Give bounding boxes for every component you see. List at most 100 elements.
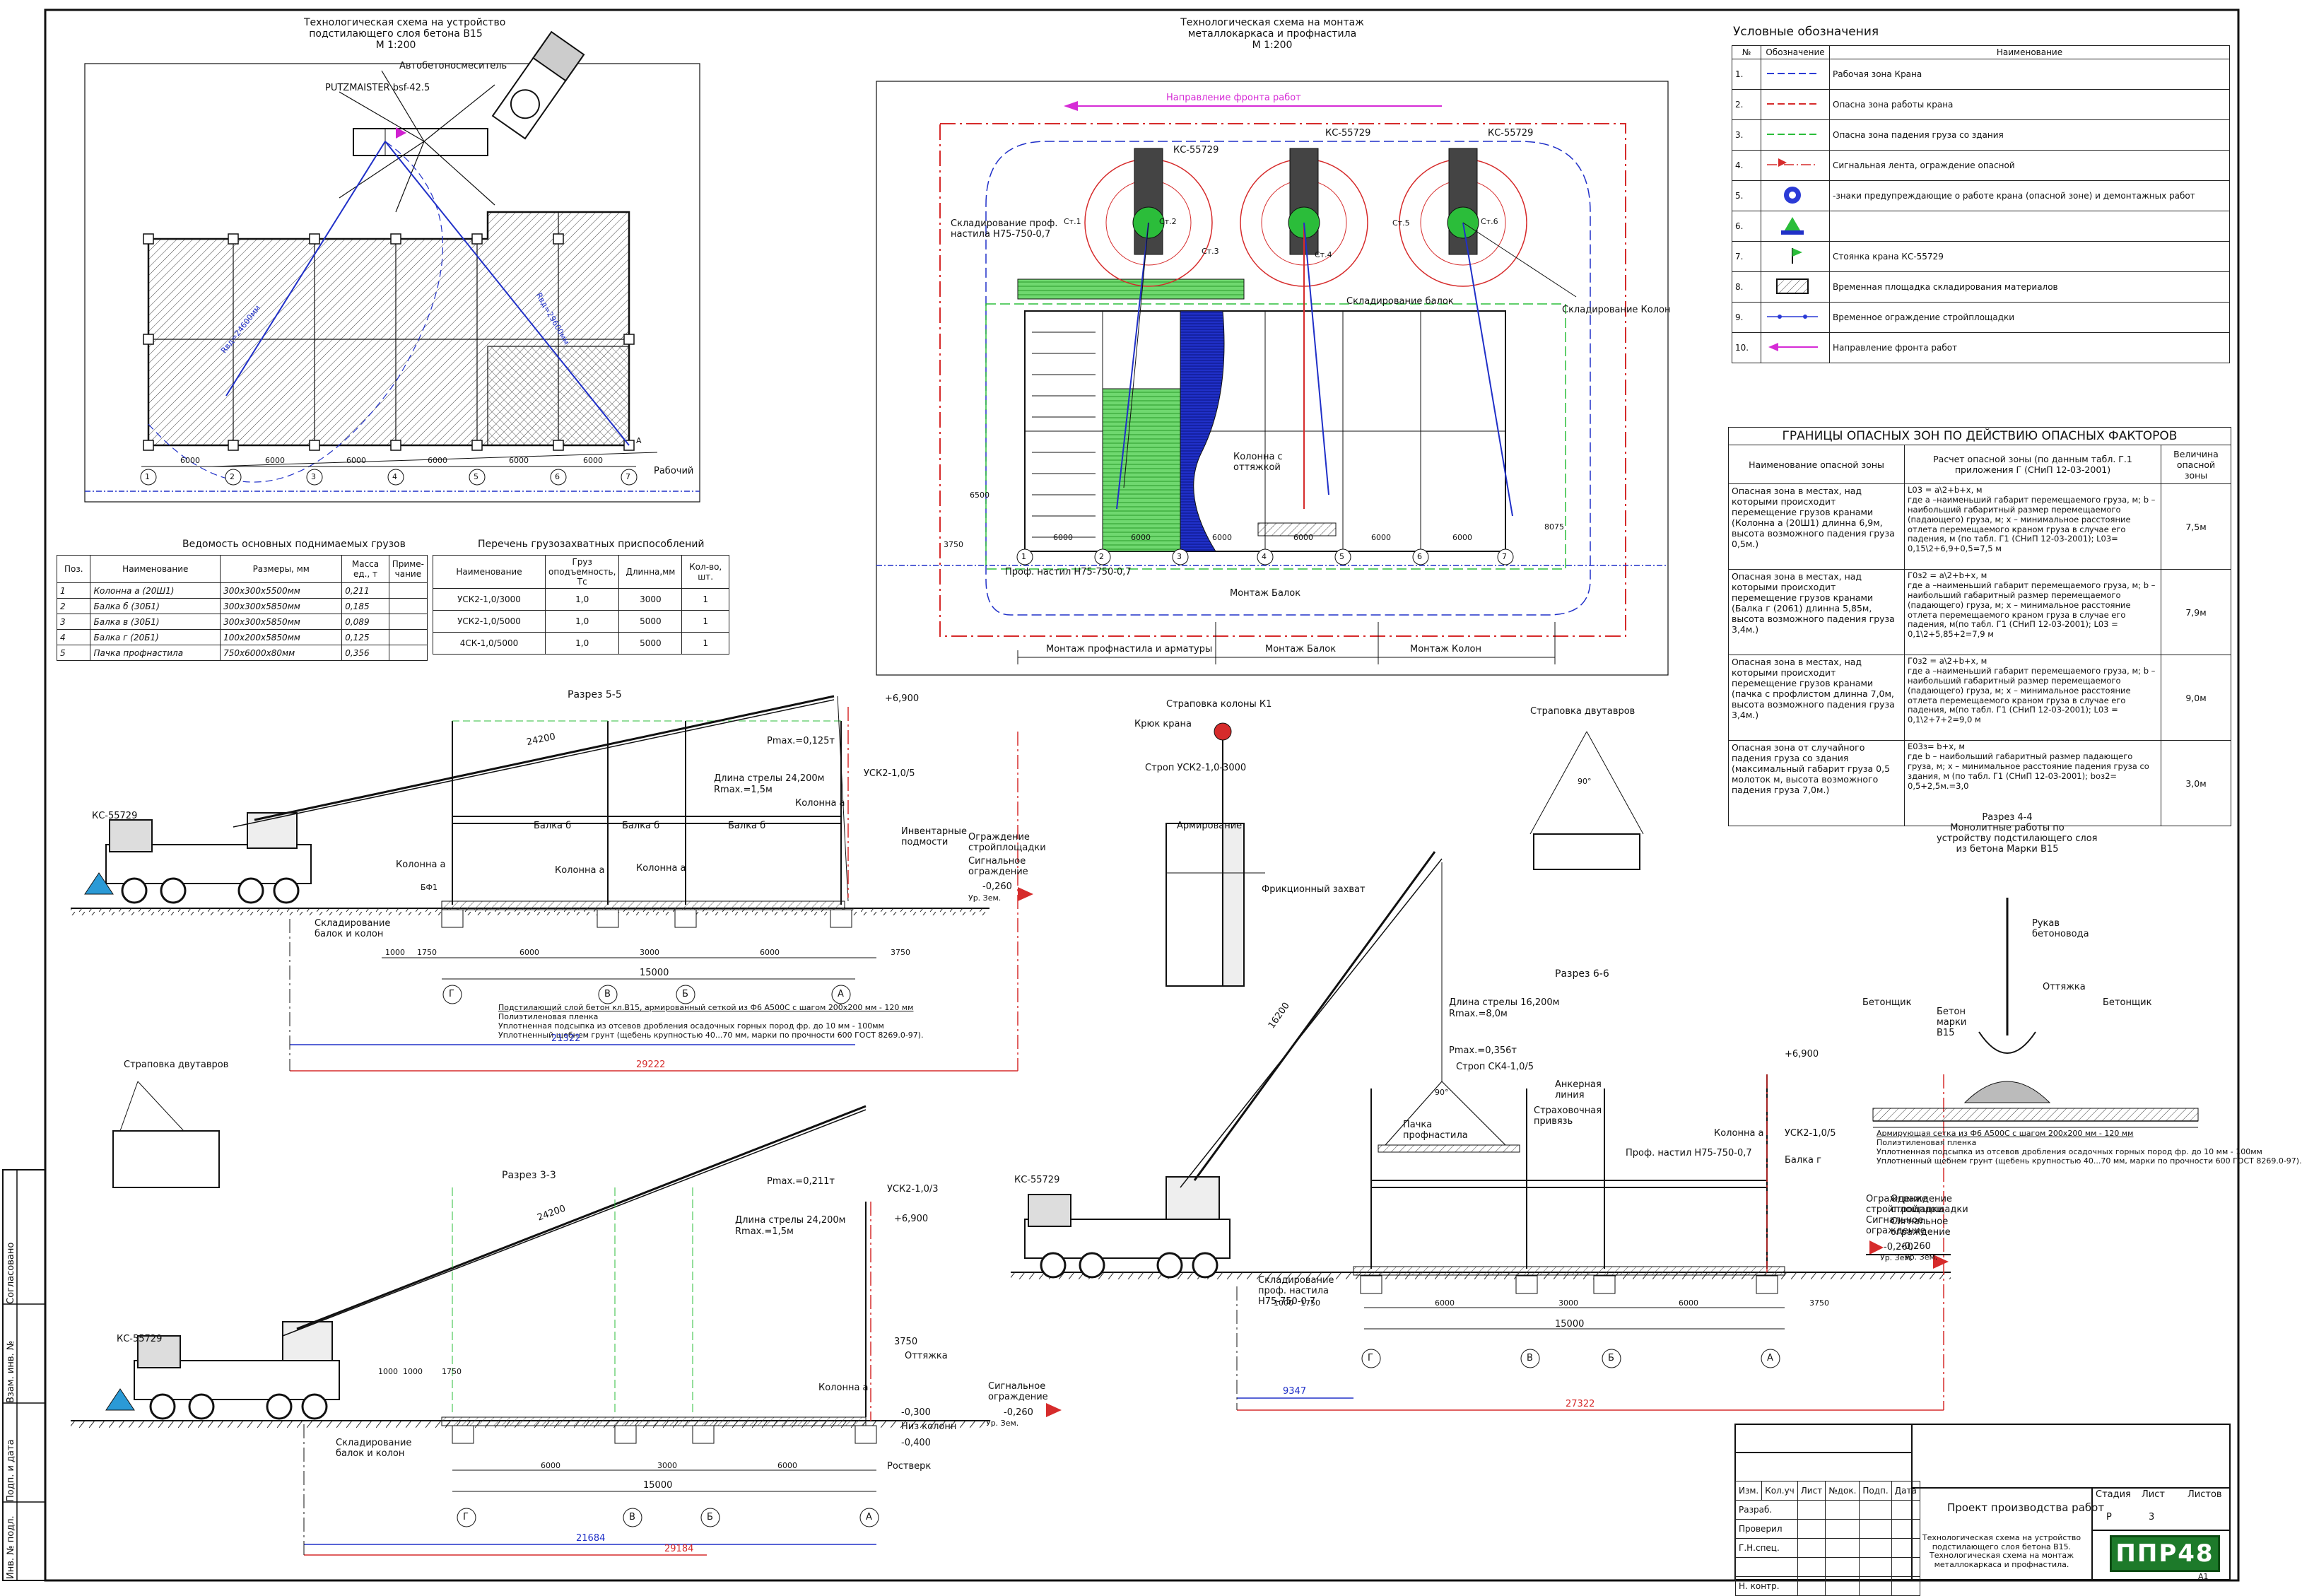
sec55-col-1: Колонна а — [396, 859, 446, 870]
beam-sling-detail-2 — [112, 1081, 220, 1188]
legend-no: 1. — [1732, 59, 1761, 90]
stamp-row: Разраб. — [1735, 1500, 1920, 1520]
sec33-column: Колонна а — [818, 1383, 869, 1393]
stamp-row: Г.Н.спец. — [1735, 1538, 1920, 1558]
danger-header-value: Величина опасной зоны — [2161, 445, 2231, 485]
sec66-sling2: УСК2-1,0/5 — [1785, 1128, 1836, 1139]
stamp-empty — [1891, 1500, 1920, 1520]
sec66-harness: Страховочная привязь — [1534, 1105, 1602, 1127]
k1-hook: Крюк крана — [1134, 719, 1192, 729]
lifts-cell — [388, 629, 428, 645]
stamp-empty — [1797, 1500, 1826, 1520]
legend-symbol — [1761, 271, 1830, 303]
legend-sign-icon — [1784, 186, 1801, 204]
legend-no: 2. — [1732, 89, 1761, 120]
sec33-rmax: Rmax.=1,5м — [735, 1226, 794, 1237]
k1-sling: Строп УСК2-1,0-3000 — [1145, 763, 1247, 773]
legend-no: 3. — [1732, 119, 1761, 151]
plan-steel-frame — [876, 81, 1669, 676]
lifts-cell: 0,211 — [341, 582, 389, 599]
legend-row: 8.Временная площадка складирования матер… — [1732, 271, 2230, 303]
lifts-cell: 0,356 — [341, 645, 389, 661]
slings-title: Перечень грузозахватных приспособлений — [478, 539, 705, 550]
plan1-axis-5: 5 — [474, 472, 478, 481]
sec55-pmax: Pmax.=0,125т — [767, 736, 835, 746]
slings-cell: 1 — [681, 632, 729, 655]
sec66-len: Длина стрелы 16,200м — [1449, 997, 1560, 1008]
project-name: Проект производства работ — [1947, 1501, 2105, 1514]
sec33-level: +6,900 — [894, 1214, 929, 1224]
stamp-col-header: Дата — [1891, 1481, 1920, 1501]
lifts-table: Поз. Наименование Размеры, мм Масса ед.,… — [56, 555, 428, 661]
station-5: Ст.5 — [1392, 218, 1410, 228]
danger-zone-value: 9,0м — [2161, 655, 2231, 741]
bay-label-2: Монтаж Балок — [1265, 644, 1337, 655]
sec44-note-4: Уплотненный щебнем грунт (щебень крупнос… — [1877, 1156, 2302, 1166]
danger-zone-name: Опасная зона в местах, над которыми прои… — [1728, 655, 1905, 741]
stamp-empty — [1859, 1576, 1892, 1596]
lifts-cell: Балка б (30Б1) — [90, 598, 221, 614]
plan1-axis-6: 6 — [555, 472, 560, 481]
legend-name: Опасна зона работы крана — [1829, 89, 2230, 120]
legend-row: 6. — [1732, 211, 2230, 242]
station-6: Ст.6 — [1481, 217, 1498, 226]
danger-zone-calc: Г0з2 = a\2+b+x, м где а –наименьший габа… — [1904, 569, 2161, 656]
section-5-5 — [71, 695, 1033, 1072]
legend-row: 1.Рабочая зона Крана — [1732, 59, 2230, 90]
plan1-span-1: 6000 — [180, 456, 200, 465]
danger-title: ГРАНИЦЫ ОПАСНЫХ ЗОН ПО ДЕЙСТВИЮ ОПАСНЫХ … — [1728, 426, 2231, 446]
danger-zone-value: 7,9м — [2161, 569, 2231, 656]
lifts-cell: 0,185 — [341, 598, 389, 614]
plan1-axis-4: 4 — [392, 472, 397, 481]
sec33-title: Разрез 3-3 — [502, 1170, 556, 1181]
legend-no: 6. — [1732, 211, 1761, 242]
beam-sling-detail-1 — [1529, 731, 1644, 870]
sec55-len: Длина стрелы 24,200м — [714, 773, 825, 784]
sec33-guy: Оттяжка — [905, 1351, 948, 1361]
stamp-col-header: Лист — [1797, 1481, 1826, 1501]
legend-symbol — [1761, 119, 1830, 151]
crane-plan-1 — [1084, 148, 1213, 510]
danger-zone-name: Опасная зона в местах, над которыми прои… — [1728, 569, 1905, 656]
plan1-axis-3: 3 — [311, 472, 316, 481]
stage-value: Р — [2106, 1512, 2112, 1522]
legend-symbol — [1761, 89, 1830, 120]
lifts-cell: Балка в (30Б1) — [90, 614, 221, 630]
sec66-fence: Ограждение стройплощадки — [1866, 1194, 1944, 1215]
lifts-cell: 750х6000х80мм — [220, 645, 343, 661]
sec33-axis-3: Б — [707, 1512, 713, 1522]
sec66-title: Разрез 6-6 — [1555, 968, 1609, 980]
stamp-empty — [1891, 1557, 1920, 1577]
legend-header-no: № — [1732, 45, 1761, 59]
sec55-fence: Ограждение стройплощадки — [968, 832, 1046, 853]
slings-cell: УСК2-1,0/3000 — [433, 588, 546, 611]
stamp-role: Проверил — [1735, 1519, 1798, 1539]
sec55-col-a: Колонна а — [795, 798, 845, 809]
legend-no: 7. — [1732, 241, 1761, 272]
sec55-bf: БФ1 — [421, 883, 438, 892]
stamp-empty — [1825, 1576, 1860, 1596]
sec33-dim-3: 1750 — [442, 1367, 462, 1376]
lifts-cell — [388, 645, 428, 661]
stamp-row: Н. контр. — [1735, 1576, 1920, 1596]
sec55-dim-6: 3750 — [891, 948, 910, 957]
sec44-note-3: Уплотненная подсыпка из отсевов дроблени… — [1877, 1147, 2262, 1156]
stamp-empty — [1797, 1576, 1826, 1596]
slings-h-load: Груз оподъемность, Тс — [544, 555, 620, 589]
sec66-pack: Пачка профнастила — [1403, 1120, 1468, 1141]
legend-symbol — [1761, 150, 1830, 181]
stamp-col-header: №док. — [1825, 1481, 1860, 1501]
stamp-empty — [1891, 1519, 1920, 1539]
sec33-store: Складирование балок и колон — [336, 1438, 412, 1459]
sec66-dim-2: 1750 — [1300, 1298, 1320, 1308]
legend-row: 10.Направление фронта работ — [1732, 332, 2230, 363]
stamp-empty — [1859, 1538, 1892, 1558]
plan2-axis-3: 3 — [1177, 552, 1182, 561]
legend-row: 7.Стоянка крана КС-55729 — [1732, 241, 2230, 272]
sec66-column: Колонна а — [1714, 1128, 1764, 1139]
lifts-h-mass: Масса ед., т — [341, 555, 389, 583]
